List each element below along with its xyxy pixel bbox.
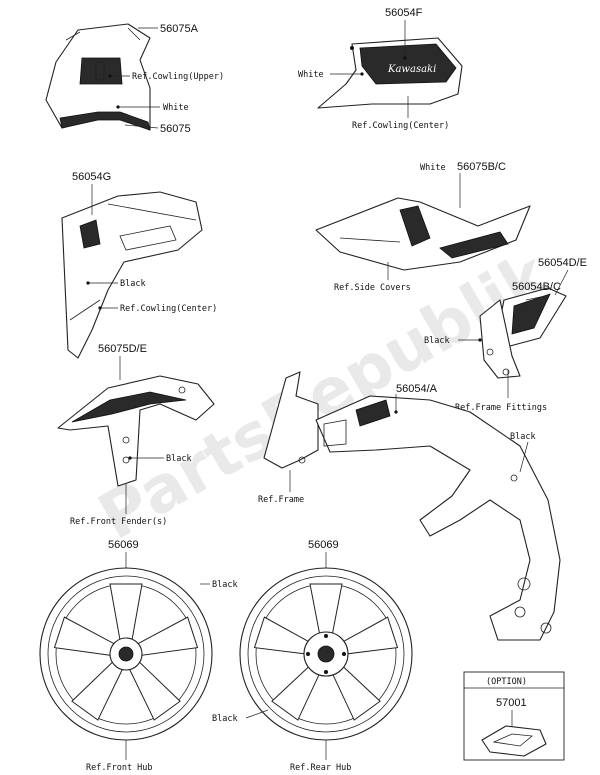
upper-cowling-drawing	[45, 23, 151, 131]
label-white-1: White	[163, 103, 189, 113]
label-ref-cowling-center-1: Ref.Cowling(Center)	[352, 121, 449, 131]
front-wheel-drawing	[39, 567, 213, 741]
frame-drawing	[263, 371, 561, 641]
label-ref-side-covers: Ref.Side Covers	[334, 283, 411, 293]
label-black-6: Black	[212, 714, 238, 724]
callout-57001: 57001	[496, 697, 527, 709]
callout-56054f: 56054F	[385, 7, 423, 19]
callout-56054a: 56054/A	[396, 383, 438, 395]
callout-56075a: 56075A	[160, 23, 199, 35]
callout-56054de: 56054D/E	[538, 257, 587, 269]
front-fender-drawing	[57, 375, 215, 487]
option-box: (OPTION) 57001	[463, 671, 565, 761]
label-white-2: White	[420, 163, 446, 173]
side-cowling-drawing	[61, 191, 203, 359]
callout-56075: 56075	[160, 123, 191, 135]
side-covers-drawing	[315, 197, 531, 271]
callout-56075bc: 56075B/C	[457, 161, 506, 173]
callout-56069-rear: 56069	[308, 539, 339, 551]
label-black-5: Black	[212, 580, 238, 590]
label-black-1: Black	[120, 279, 146, 289]
label-ref-rear-hub: Ref.Rear Hub	[290, 763, 351, 773]
label-black-4: Black	[510, 432, 536, 442]
label-ref-frame-fittings: Ref.Frame Fittings	[455, 403, 547, 413]
label-ref-front-hub: Ref.Front Hub	[86, 763, 153, 773]
label-white-3: White	[298, 70, 324, 80]
label-ref-cowling-upper: Ref.Cowling(Upper)	[132, 72, 224, 82]
label-ref-frame: Ref.Frame	[258, 495, 304, 505]
label-option: (OPTION)	[486, 677, 527, 687]
callout-56075de: 56075D/E	[98, 343, 147, 355]
callout-56054bc: 56054B/C	[512, 281, 561, 293]
rear-wheel-drawing	[239, 567, 413, 741]
label-black-3: Black	[166, 454, 192, 464]
callout-56054g: 56054G	[72, 171, 111, 183]
frame-fittings-drawing	[479, 287, 567, 379]
label-black-2: Black	[424, 336, 450, 346]
kawasaki-logo: Kawasaki	[387, 64, 436, 75]
callout-56069-front: 56069	[108, 539, 139, 551]
label-ref-front-fender: Ref.Front Fender(s)	[70, 517, 167, 527]
label-ref-cowling-center-2: Ref.Cowling(Center)	[120, 304, 217, 314]
center-cowling-drawing: Kawasaki	[317, 37, 463, 109]
